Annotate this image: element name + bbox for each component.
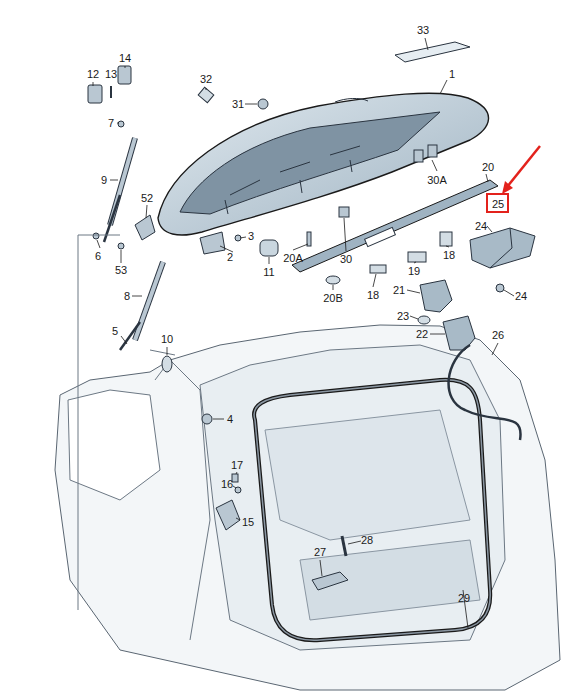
callout-number: 18: [442, 249, 456, 261]
callout-number: 20: [481, 161, 495, 173]
callout-number: 19: [407, 265, 421, 277]
callout-number: 20B: [322, 292, 344, 304]
callout-number: 30: [339, 253, 353, 265]
callout-number: 13: [104, 68, 118, 80]
callout-number: 1: [448, 68, 456, 80]
callout-number: 7: [107, 117, 115, 129]
callout-number: 14: [118, 52, 132, 64]
callout-number: 10: [160, 333, 174, 345]
callout-number: 23: [396, 310, 410, 322]
callout-number: 22: [415, 328, 429, 340]
callout-number: 24: [474, 220, 488, 232]
callout-number: 24: [514, 290, 528, 302]
callout-number: 9: [100, 174, 108, 186]
callout-number: 8: [123, 290, 131, 302]
callout-number: 33: [416, 24, 430, 36]
callout-number: 4: [226, 413, 234, 425]
callout-number: 6: [94, 250, 102, 262]
callout-number: 28: [360, 534, 374, 546]
callout-number: 53: [114, 264, 128, 276]
callout-number: 17: [230, 459, 244, 471]
callout-number: 5: [111, 325, 119, 337]
callout-number: 30A: [426, 174, 448, 186]
callout-number: 21: [392, 284, 406, 296]
callout-number: 3: [247, 230, 255, 242]
callout-number: 25: [492, 198, 503, 210]
callout-number: 15: [241, 516, 255, 528]
callout-number: 29: [457, 592, 471, 604]
callout-number: 16: [220, 478, 234, 490]
callout-number: 27: [313, 546, 327, 558]
callout-number: 32: [199, 73, 213, 85]
callout-number: 2: [226, 251, 234, 263]
highlight-box: 25: [486, 193, 509, 213]
callout-number: 11: [262, 266, 275, 278]
pointer-arrow: [502, 146, 540, 194]
callout-number: 18: [366, 289, 380, 301]
callout-number: 52: [140, 192, 154, 204]
callout-number: 31: [231, 98, 245, 110]
callout-number: 20A: [282, 252, 304, 264]
callout-number: 26: [491, 329, 505, 341]
callout-number: 12: [86, 68, 100, 80]
